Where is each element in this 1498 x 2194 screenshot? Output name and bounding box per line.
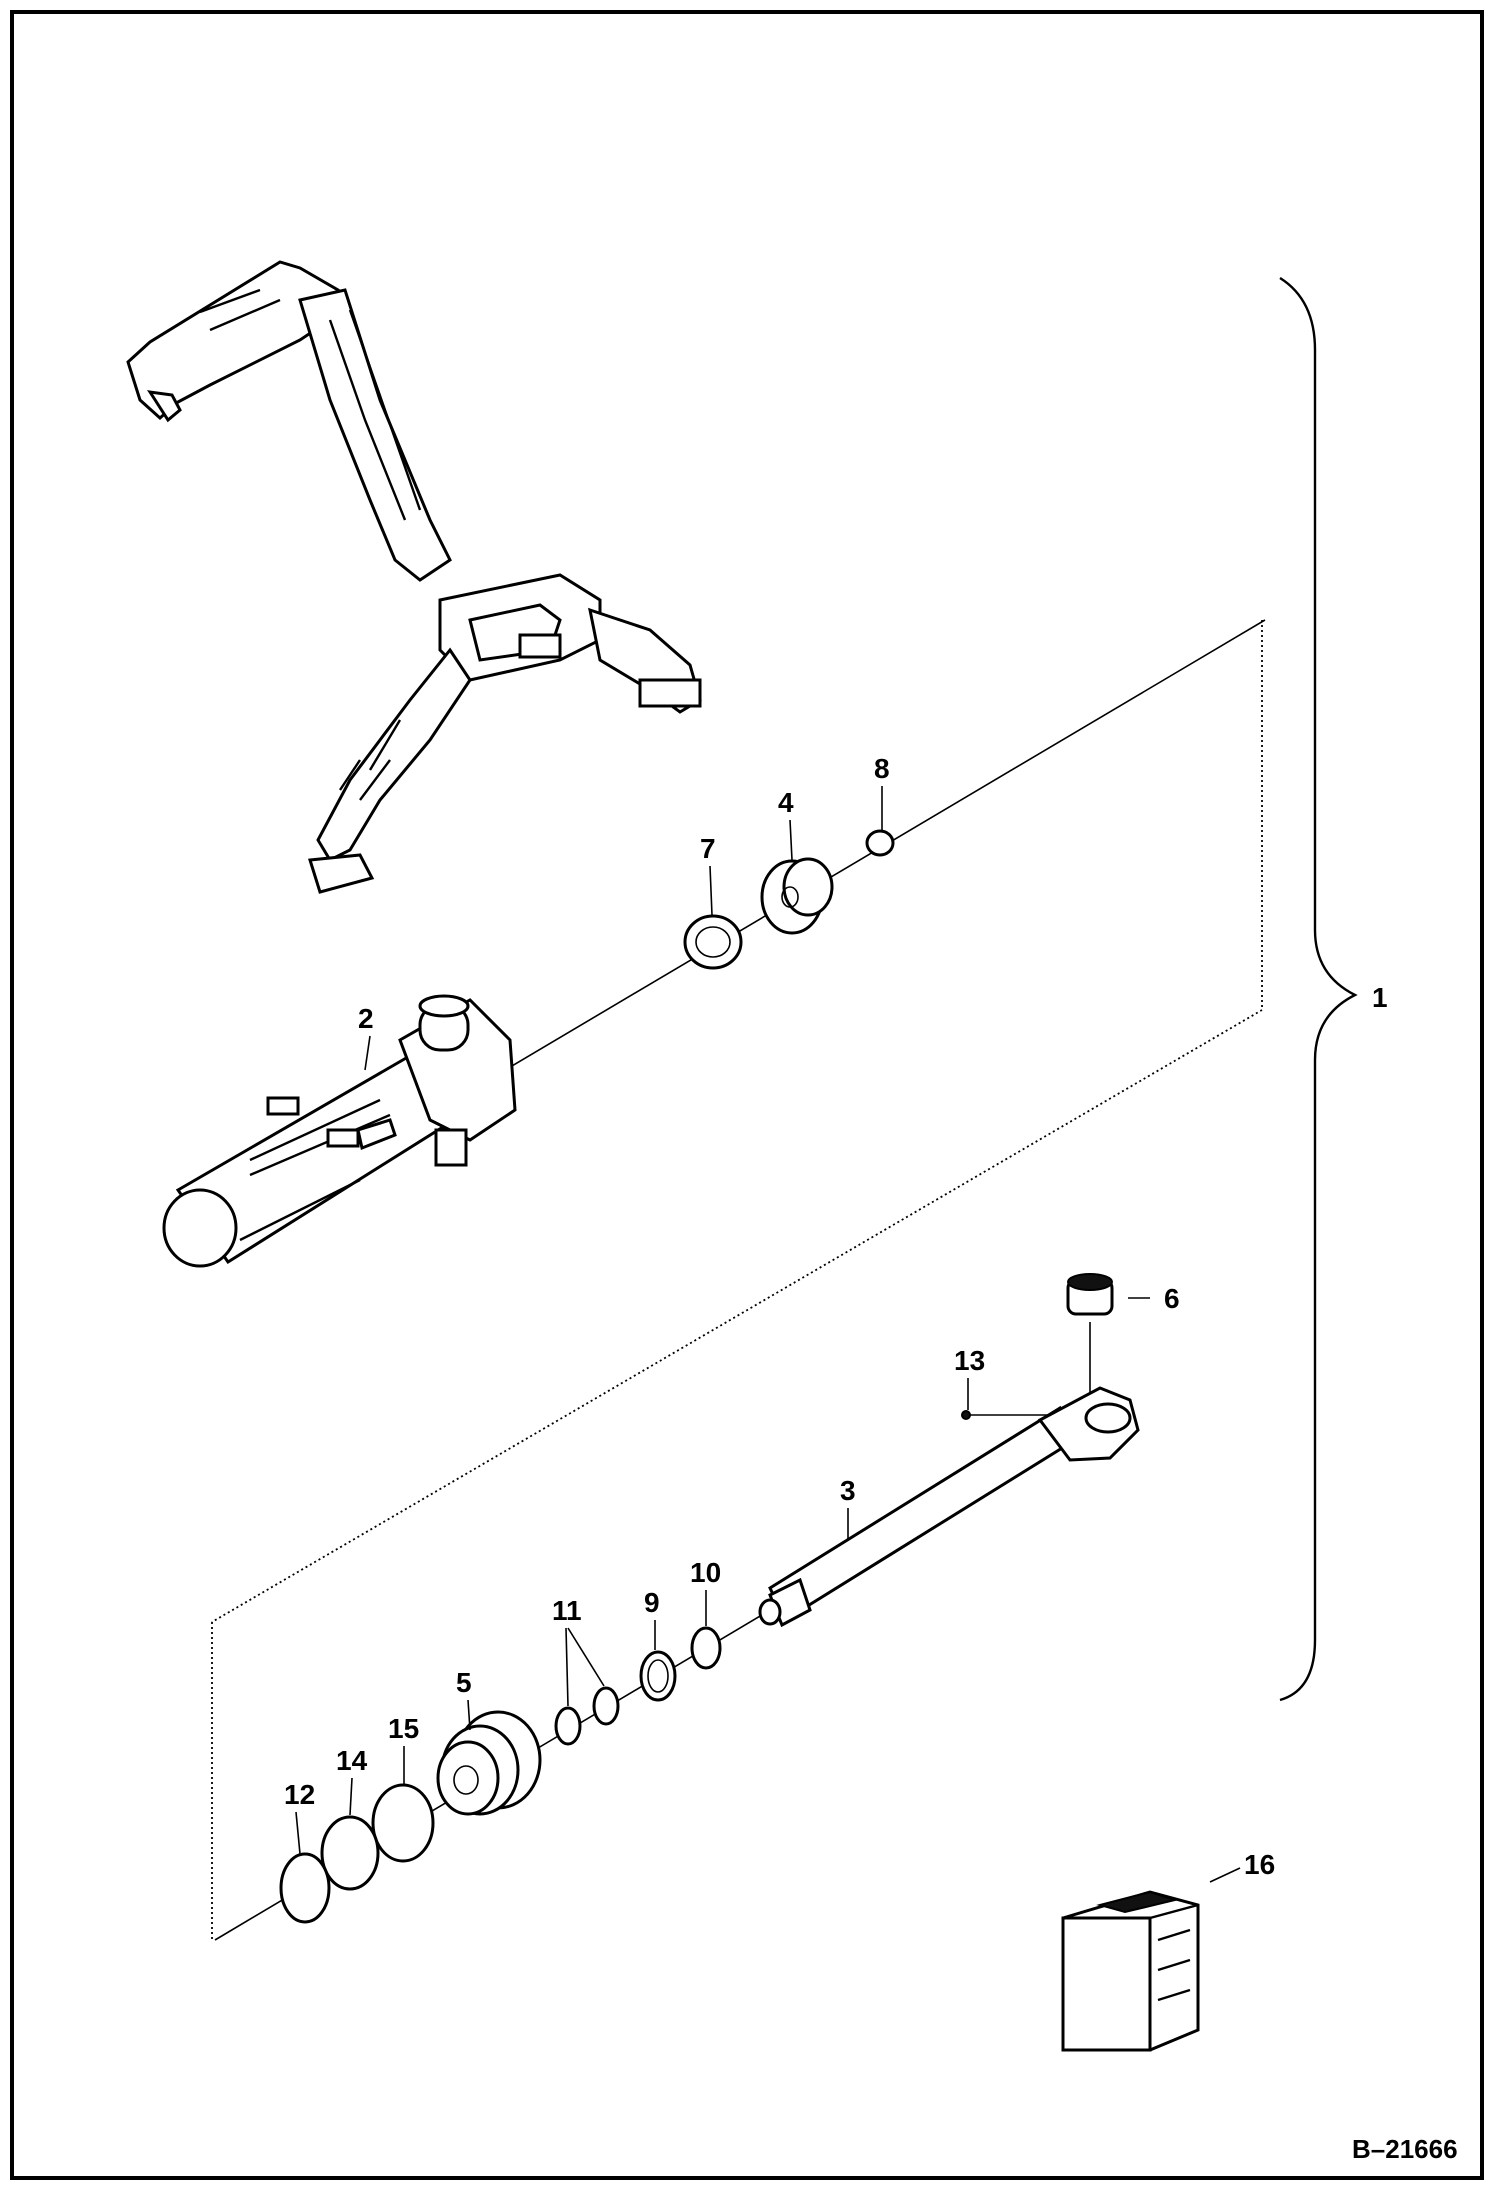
callout-2: 2 (358, 1003, 374, 1034)
o-ring-12 (279, 1852, 331, 1924)
callout-3: 3 (840, 1475, 856, 1506)
callout-15: 15 (388, 1713, 419, 1744)
callout-6: 6 (1164, 1283, 1180, 1314)
callout-4: 4 (778, 787, 794, 818)
cylinder-rod (758, 1386, 1140, 1628)
callout-5: 5 (456, 1667, 472, 1698)
wear-rings-11 (554, 1686, 620, 1746)
callout-8: 8 (874, 753, 890, 784)
leader-lines (295, 786, 1241, 1883)
callout-12: 12 (284, 1779, 315, 1810)
drawing-frame (10, 10, 1484, 2180)
backhoe-machine-illustration (126, 260, 702, 894)
piston-5 (436, 1710, 542, 1816)
o-ring-15 (371, 1783, 435, 1863)
cylinder-barrel (162, 994, 517, 1268)
callout-16: 16 (1244, 1849, 1275, 1880)
drawing-reference-number: B–21666 (1352, 2134, 1458, 2164)
gland-head-4 (760, 857, 834, 935)
callout-7: 7 (700, 833, 716, 864)
seal-kit-16 (1061, 1890, 1200, 2052)
backup-ring-14 (320, 1815, 380, 1891)
o-ring-8 (865, 829, 895, 857)
callout-11: 11 (552, 1595, 582, 1626)
seal-9 (639, 1650, 677, 1702)
callout-1: 1 (1372, 982, 1388, 1013)
gland-wiper-7 (683, 914, 743, 970)
callout-10: 10 (690, 1557, 721, 1588)
callout-14: 14 (336, 1745, 368, 1776)
grease-fitting-13 (961, 1410, 971, 1420)
bushing-6 (1066, 1273, 1114, 1316)
assembly-brace (1279, 276, 1358, 1702)
seal-10 (690, 1626, 722, 1670)
callout-9: 9 (644, 1587, 660, 1618)
callout-13: 13 (954, 1345, 985, 1376)
